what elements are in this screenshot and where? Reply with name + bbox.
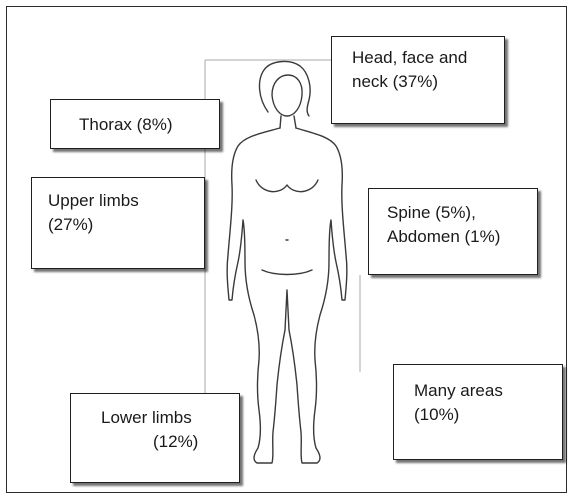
label-upper-line1: Upper limbs <box>48 189 204 213</box>
label-many-line2: (10%) <box>414 403 562 427</box>
face-outline <box>272 75 302 116</box>
label-spine-line1: Spine (5%), <box>387 201 537 225</box>
label-spine-abdomen: Spine (5%), Abdomen (1%) <box>368 188 538 275</box>
label-head-line1: Head, face and <box>352 46 504 70</box>
label-thorax: Thorax (8%) <box>50 99 220 149</box>
label-lower-line1: Lower limbs <box>101 406 239 430</box>
label-spine-line2: Abdomen (1%) <box>387 225 537 249</box>
bust-outline <box>256 180 318 192</box>
label-thorax-line1: Thorax (8%) <box>79 113 219 137</box>
label-head-line2: neck (37%) <box>352 70 504 94</box>
label-lower-line2: (12%) <box>101 430 239 454</box>
label-head-face-neck: Head, face and neck (37%) <box>331 36 505 124</box>
label-many-line1: Many areas <box>414 379 562 403</box>
label-many-areas: Many areas (10%) <box>393 364 563 460</box>
body-outline <box>227 128 347 463</box>
label-upper-line2: (27%) <box>48 213 204 237</box>
neck-outline <box>280 116 296 128</box>
label-upper-limbs: Upper limbs (27%) <box>31 177 205 269</box>
hip-line <box>262 270 312 275</box>
label-lower-limbs: Lower limbs (12%) <box>70 393 240 483</box>
